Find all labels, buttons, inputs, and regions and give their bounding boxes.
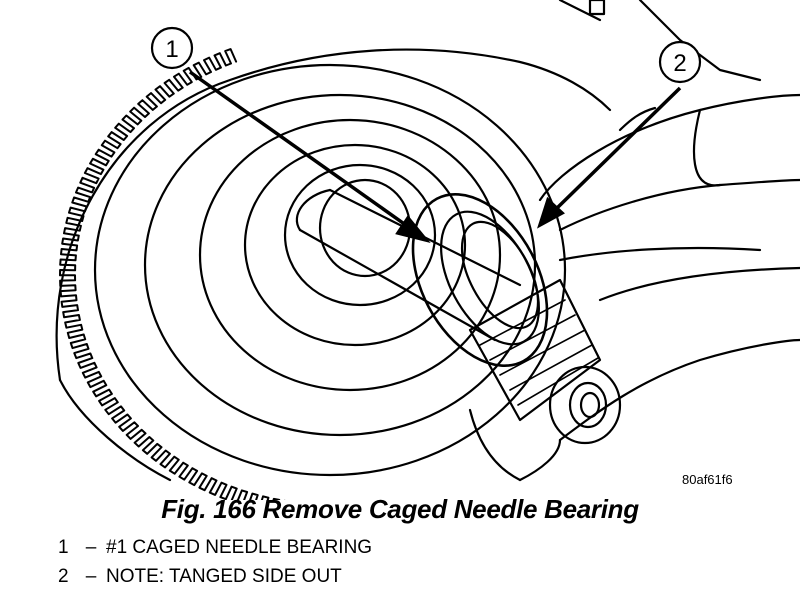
callout-2-circle xyxy=(658,40,702,84)
legend-number: 1 xyxy=(58,537,69,558)
gear-ring-outer xyxy=(93,63,567,477)
callout-2-number: 2 xyxy=(673,50,686,77)
hand-lower xyxy=(468,266,800,482)
legend-item: 2 – NOTE: TANGED SIDE OUT xyxy=(58,562,372,591)
legend-text: #1 CAGED NEEDLE BEARING xyxy=(106,537,373,558)
gear-ring-4 xyxy=(243,143,467,347)
legend-dash: – xyxy=(85,566,97,587)
housing-top-edge xyxy=(638,0,762,82)
gear-ring-5 xyxy=(283,163,437,307)
legend-dash: – xyxy=(85,537,97,558)
shaft-end xyxy=(548,365,622,445)
callout-2-arrowhead xyxy=(537,196,565,229)
bearing-inner-edge xyxy=(440,210,540,346)
image-code: 80af61f6 xyxy=(682,472,733,487)
legend-text: NOTE: TANGED SIDE OUT xyxy=(106,566,342,587)
gear-ring-2 xyxy=(143,93,537,437)
legend: 1 – #1 CAGED NEEDLE BEARING 2 – NOTE: TA… xyxy=(58,533,372,591)
gear-ring-3 xyxy=(198,118,502,392)
callout-2-leader xyxy=(553,86,682,212)
bearing-lip xyxy=(460,220,540,330)
caged-needle-bearing xyxy=(411,193,549,367)
splined-shaft xyxy=(468,278,602,422)
callout-1-circle xyxy=(150,26,194,70)
hand-upper xyxy=(538,93,800,262)
shaft xyxy=(298,188,522,342)
tone-wheel-teeth xyxy=(59,48,286,500)
callout-1-arrowhead xyxy=(395,215,431,243)
callout-1-leader xyxy=(188,70,412,230)
legend-number: 2 xyxy=(58,566,69,587)
bearing-removal-illustration: 1 2 xyxy=(55,0,800,500)
callout-1-number: 1 xyxy=(165,36,178,63)
legend-item: 1 – #1 CAGED NEEDLE BEARING xyxy=(58,533,372,562)
figure-caption: Fig. 166 Remove Caged Needle Bearing xyxy=(161,494,639,524)
